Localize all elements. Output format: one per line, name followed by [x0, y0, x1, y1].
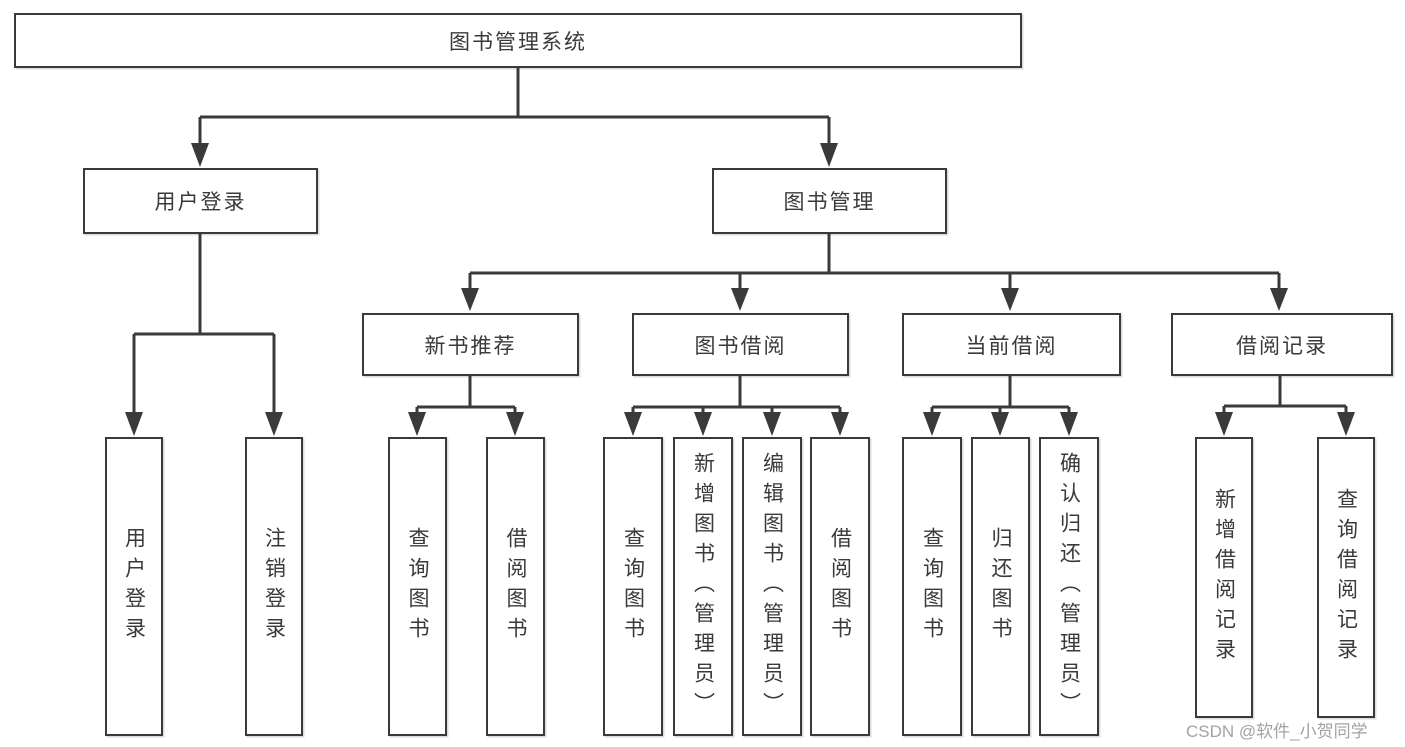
leaf-query-books-borrow: 查询图书	[603, 437, 663, 736]
leaf-confirm-return-admin-label: 确认归还（管理员）	[1057, 451, 1081, 722]
leaf-borrow-books-recommend-label: 借阅图书	[504, 526, 527, 647]
watermark: CSDN @软件_小贺同学	[1186, 722, 1368, 741]
leaf-query-books-current: 查询图书	[902, 437, 962, 736]
leaf-query-books-borrow-label: 查询图书	[621, 526, 645, 647]
leaf-return-books: 归还图书	[971, 437, 1030, 736]
leaf-logout-label: 注销登录	[262, 526, 286, 647]
leaf-borrow-books-label: 借阅图书	[828, 526, 852, 647]
node-user-login-label: 用户登录	[154, 191, 247, 214]
leaf-edit-books-admin-label: 编辑图书（管理员）	[760, 451, 784, 722]
leaf-query-borrow-record: 查询借阅记录	[1317, 437, 1375, 718]
node-new-book-recommend-label: 新书推荐	[424, 334, 517, 358]
leaf-user-login: 用户登录	[105, 437, 163, 736]
node-book-management-label: 图书管理	[783, 191, 876, 214]
node-new-book-recommend: 新书推荐	[362, 313, 579, 376]
leaf-query-books-recommend-label: 查询图书	[406, 526, 429, 647]
node-current-borrow-label: 当前借阅	[965, 334, 1058, 358]
leaf-edit-books-admin: 编辑图书（管理员）	[742, 437, 802, 736]
leaf-borrow-books-recommend: 借阅图书	[486, 437, 545, 736]
node-root-label: 图书管理系统	[449, 30, 587, 54]
leaf-logout: 注销登录	[245, 437, 303, 736]
leaf-add-books-admin: 新增图书（管理员）	[673, 437, 733, 736]
node-user-login: 用户登录	[83, 168, 318, 234]
leaf-query-books-recommend: 查询图书	[388, 437, 447, 736]
node-book-management: 图书管理	[712, 168, 947, 234]
leaf-user-login-label: 用户登录	[122, 526, 146, 647]
leaf-borrow-books: 借阅图书	[810, 437, 870, 736]
leaf-add-books-admin-label: 新增图书（管理员）	[691, 451, 715, 722]
node-book-borrow: 图书借阅	[632, 313, 849, 376]
node-root-system: 图书管理系统	[14, 13, 1022, 68]
leaf-query-borrow-record-label: 查询借阅记录	[1334, 487, 1358, 668]
node-borrow-records: 借阅记录	[1171, 313, 1393, 376]
leaf-confirm-return-admin: 确认归还（管理员）	[1039, 437, 1099, 736]
leaf-return-books-label: 归还图书	[989, 526, 1012, 647]
node-borrow-records-label: 借阅记录	[1236, 334, 1328, 358]
leaf-add-borrow-record-label: 新增借阅记录	[1212, 487, 1236, 668]
node-current-borrow: 当前借阅	[902, 313, 1121, 376]
leaf-add-borrow-record: 新增借阅记录	[1195, 437, 1253, 718]
leaf-query-books-current-label: 查询图书	[920, 526, 944, 647]
node-book-borrow-label: 图书借阅	[694, 334, 787, 358]
